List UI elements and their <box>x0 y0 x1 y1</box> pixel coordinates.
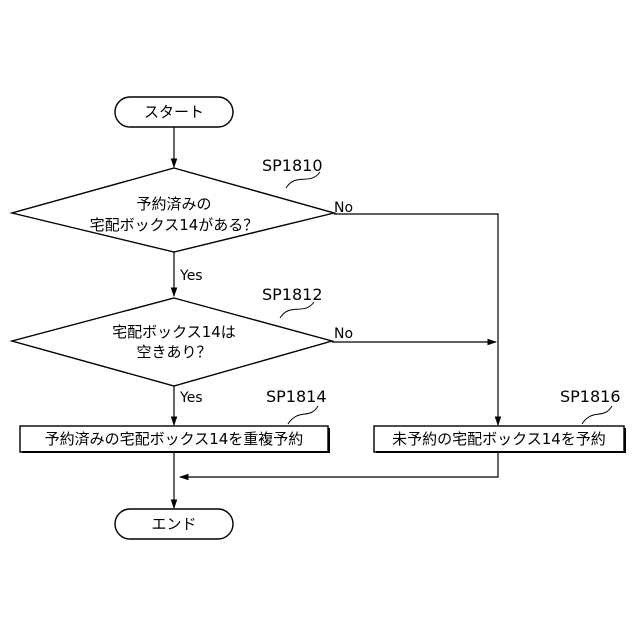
step-leader-sp1816 <box>582 406 612 424</box>
step-id-sp1812: SP1812 <box>262 285 323 304</box>
connector-process2-to-end <box>180 453 498 477</box>
decision1-no-label: No <box>334 200 353 216</box>
connector-decision1-no <box>334 214 498 425</box>
step-leader-sp1812 <box>280 302 314 318</box>
decision-box-available <box>12 298 332 386</box>
step-id-sp1816: SP1816 <box>560 387 621 406</box>
decision1-line2: 宅配ボックス14がある？ <box>90 216 259 234</box>
end-label: エンド <box>151 515 196 533</box>
decision2-line2: 空きあり？ <box>136 343 211 361</box>
start-label: スタート <box>144 103 204 121</box>
process1-label: 予約済みの宅配ボックス14を重複予約 <box>45 430 304 448</box>
decision1-yes-label: Yes <box>179 268 203 284</box>
decision2-no-label: No <box>334 326 353 342</box>
step-id-sp1810: SP1810 <box>262 156 323 175</box>
decision1-line1: 予約済みの <box>136 195 211 213</box>
step-leader-sp1814 <box>288 406 318 424</box>
step-id-sp1814: SP1814 <box>266 387 327 406</box>
process2-label: 未予約の宅配ボックス14を予約 <box>392 430 606 448</box>
decision2-line1: 宅配ボックス14は <box>112 323 236 341</box>
decision2-yes-label: Yes <box>179 390 203 406</box>
